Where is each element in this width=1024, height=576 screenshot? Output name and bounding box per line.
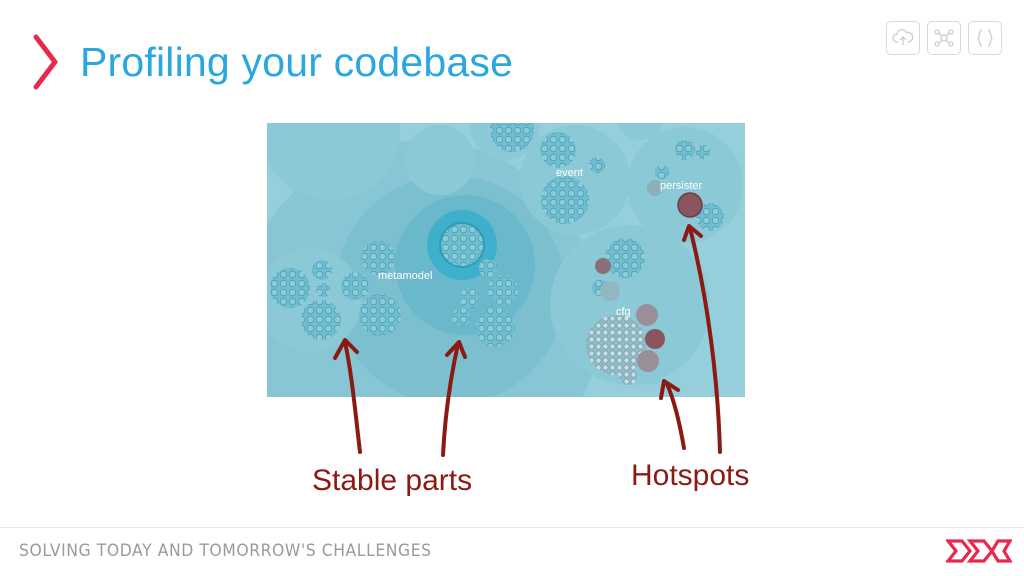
stable-arrow-right [441,342,460,457]
bubble-map [267,123,745,397]
cluster-label-event: event [556,167,583,179]
cluster-label-persister: persister [660,180,703,192]
page-title: Profiling your codebase [80,39,514,85]
company-logo [946,539,1012,563]
braces-icon [968,21,1002,55]
stable-arrow-left [343,340,362,454]
network-icon [927,21,961,55]
footer-divider [0,527,1024,528]
hotspot-arrow-left-head [659,379,680,400]
hotspot-arrow-right [688,226,722,454]
annotation-arrows [333,224,722,457]
cluster-label-metamodel: metamodel [378,270,432,282]
footer-tagline: SOLVING TODAY AND TOMORROW'S CHALLENGES [19,541,432,561]
hotspot-arrow-left [665,382,686,450]
chevron-right-icon [33,34,58,90]
top-icon-group [886,21,1002,55]
hotspot-arrow-right-head [682,224,703,242]
hotspots-annotation: Hotspots [631,459,749,492]
codebase-bubble-diagram: metamodel event persister cfg Stable par… [267,123,749,497]
stable-parts-annotation: Stable parts [312,464,472,497]
cloud-upload-icon [886,21,920,55]
cluster-label-cfg: cfg [616,306,631,318]
stable-arrow-left-head [333,338,359,360]
stable-arrow-right-head [445,340,467,359]
